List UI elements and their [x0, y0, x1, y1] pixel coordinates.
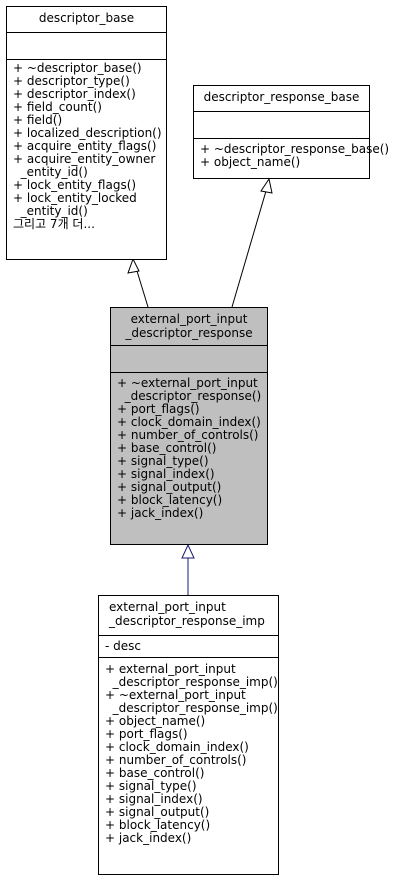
- class-title: descriptor_response_base: [194, 86, 369, 112]
- method: _descriptor_response(): [117, 389, 262, 403]
- method: + ~descriptor_response_base(): [200, 142, 390, 156]
- attribute: - desc: [105, 639, 141, 653]
- attributes-section: [111, 346, 267, 373]
- method: + field(): [13, 113, 63, 127]
- method: + signal_type(): [117, 454, 209, 468]
- inherit-edge-descriptor-base: [136, 270, 149, 308]
- method: + external_port_input: [105, 662, 236, 676]
- method: + port_flags(): [117, 402, 200, 416]
- method: + jack_index(): [117, 506, 204, 520]
- inherit-arrowhead-descriptor-response-base: [260, 177, 273, 194]
- method: + number_of_controls(): [117, 428, 259, 442]
- class-title: external_port_input _descriptor_response…: [99, 596, 278, 636]
- method: + port_flags(): [105, 727, 188, 741]
- method: + ~external_port_input: [117, 376, 258, 390]
- method: + base_control(): [117, 441, 217, 455]
- inherit-edge-descriptor-response-base: [231, 190, 267, 308]
- method: + lock_entity_locked: [13, 191, 137, 205]
- method: + signal_type(): [105, 779, 197, 793]
- methods-section: + ~descriptor_base() + descriptor_type()…: [7, 60, 166, 231]
- method: _entity_id(): [13, 204, 88, 218]
- method: + lock_entity_flags(): [13, 178, 137, 192]
- inherit-arrowhead-descriptor-base: [127, 257, 140, 274]
- class-external-port-input-descriptor-response-imp[interactable]: external_port_input _descriptor_response…: [98, 595, 279, 875]
- method: + signal_output(): [105, 805, 210, 819]
- method: + localized_description(): [13, 126, 162, 140]
- methods-section: + ~external_port_input _descriptor_respo…: [111, 373, 267, 520]
- class-title-line: _descriptor_response_imp: [109, 614, 265, 628]
- method: + clock_domain_index(): [117, 415, 261, 429]
- method: + base_control(): [105, 766, 205, 780]
- class-title: external_port_input _descriptor_response: [111, 308, 267, 346]
- class-title-line: external_port_input: [109, 600, 226, 614]
- more-members-link[interactable]: 그리고 7개 더...: [13, 217, 95, 231]
- method: + block_latency(): [105, 818, 211, 832]
- method: _entity_id(): [13, 165, 88, 179]
- method: + clock_domain_index(): [105, 740, 249, 754]
- class-title-line: descriptor_base: [38, 11, 135, 25]
- class-descriptor-base[interactable]: descriptor_base + ~descriptor_base() + d…: [6, 6, 167, 260]
- method: + signal_index(): [117, 467, 215, 481]
- method: + acquire_entity_owner: [13, 152, 156, 166]
- method: + jack_index(): [105, 831, 192, 845]
- methods-section: + external_port_input _descriptor_respon…: [99, 658, 278, 845]
- method: + signal_index(): [105, 792, 203, 806]
- method: + descriptor_index(): [13, 87, 136, 101]
- method: + object_name(): [105, 714, 206, 728]
- method: + ~descriptor_base(): [13, 61, 142, 75]
- method: _descriptor_response_imp(): [105, 675, 278, 689]
- class-title-line: _descriptor_response: [125, 326, 253, 340]
- method: + number_of_controls(): [105, 753, 247, 767]
- class-title-line: descriptor_response_base: [203, 90, 360, 104]
- methods-section: + ~descriptor_response_base() + object_n…: [194, 139, 390, 169]
- method: + ~external_port_input: [105, 688, 246, 702]
- class-external-port-input-descriptor-response[interactable]: external_port_input _descriptor_response…: [110, 307, 268, 545]
- method: + signal_output(): [117, 480, 222, 494]
- method: + acquire_entity_flags(): [13, 139, 157, 153]
- method: _descriptor_response_imp(): [105, 701, 278, 715]
- method: + object_name(): [200, 155, 301, 169]
- method: + field_count(): [13, 100, 102, 114]
- class-descriptor-response-base[interactable]: descriptor_response_base + ~descriptor_r…: [193, 85, 390, 179]
- attributes-section: - desc: [99, 636, 278, 658]
- attributes-section: [194, 112, 369, 139]
- class-title: descriptor_base: [7, 7, 166, 33]
- method: + block_latency(): [117, 493, 223, 507]
- method: + descriptor_type(): [13, 74, 130, 88]
- class-title-line: external_port_input: [130, 312, 248, 326]
- inherit-arrowhead-descriptor-response: [181, 543, 195, 559]
- attributes-section: [7, 33, 166, 60]
